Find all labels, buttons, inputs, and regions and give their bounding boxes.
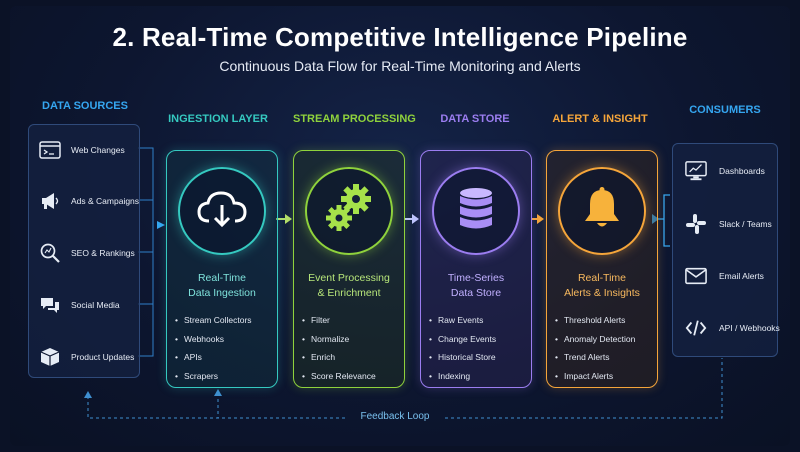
list-item: Indexing <box>429 367 496 386</box>
database-icon <box>456 186 496 237</box>
source-label: Ads & Campaigns <box>71 196 140 206</box>
source-item-product: Product Updates <box>39 346 134 368</box>
ingestion-name: Real-Time Data Ingestion <box>188 272 256 299</box>
alert-icon-circle <box>558 167 646 255</box>
consumer-item-api: API / Webhooks <box>685 317 780 339</box>
consumer-item-slack: Slack / Teams <box>685 213 772 235</box>
source-label: Social Media <box>71 300 120 310</box>
store-list: Raw Events Change Events Historical Stor… <box>429 311 496 385</box>
stage-ingestion: Real-Time Data Ingestion Stream Collecto… <box>166 150 278 388</box>
processing-header: STREAM PROCESSING <box>293 113 416 125</box>
list-item: Threshold Alerts <box>555 311 635 330</box>
list-item: Enrich <box>302 348 376 367</box>
megaphone-icon <box>39 190 61 212</box>
code-icon <box>685 317 707 339</box>
ingestion-list: Stream Collectors Webhooks APIs Scrapers <box>175 311 252 385</box>
consumer-item-dashboards: Dashboards <box>685 160 765 182</box>
list-item: Scrapers <box>175 367 252 386</box>
gears-icon <box>321 182 377 241</box>
search-icon <box>39 242 61 264</box>
arrow-to-alert <box>537 214 544 224</box>
sources-header: DATA SOURCES <box>42 100 128 112</box>
alert-list: Threshold Alerts Anomaly Detection Trend… <box>555 311 635 385</box>
consumers-panel: Dashboards Slack / Teams Email Alerts AP… <box>672 143 780 357</box>
arrow-to-consumers <box>652 214 659 224</box>
monitor-chart-icon <box>685 160 707 182</box>
list-item: Filter <box>302 311 376 330</box>
consumer-label: API / Webhooks <box>719 323 780 333</box>
browser-icon <box>39 139 61 161</box>
list-item: Webhooks <box>175 330 252 349</box>
arrow-to-processing <box>285 214 292 224</box>
source-item-seo: SEO & Rankings <box>39 242 135 264</box>
processing-name: Event Processing & Enrichment <box>308 272 390 299</box>
arrow-to-store <box>412 214 419 224</box>
store-icon-circle <box>432 167 520 255</box>
stage-processing: Event Processing & Enrichment Filter Nor… <box>293 150 405 388</box>
diagram-frame <box>10 6 790 446</box>
source-label: Product Updates <box>71 352 135 362</box>
diagram-subtitle: Continuous Data Flow for Real-Time Monit… <box>219 58 581 74</box>
list-item: Raw Events <box>429 311 496 330</box>
diagram-title: 2. Real-Time Competitive Intelligence Pi… <box>112 22 688 52</box>
feedback-loop-label: Feedback Loop <box>360 411 430 422</box>
list-item: Normalize <box>302 330 376 349</box>
store-header: DATA STORE <box>440 113 510 125</box>
arrow-to-ingestion <box>157 221 165 229</box>
consumer-label: Slack / Teams <box>719 219 772 229</box>
consumer-label: Email Alerts <box>719 271 764 281</box>
cloud-download-icon <box>195 187 249 236</box>
source-item-ads: Ads & Campaigns <box>39 190 139 212</box>
ingestion-icon-circle <box>178 167 266 255</box>
ingestion-header: INGESTION LAYER <box>168 113 268 125</box>
chat-icon <box>39 294 61 316</box>
feedback-loop-line <box>87 358 723 419</box>
source-item-web-changes: Web Changes <box>39 139 125 161</box>
processing-list: Filter Normalize Enrich Score Relevance <box>302 311 376 385</box>
list-item: Historical Store <box>429 348 496 367</box>
list-item: APIs <box>175 348 252 367</box>
source-label: SEO & Rankings <box>71 248 135 258</box>
bell-icon <box>580 186 624 237</box>
stage-data-store: Time-Series Data Store Raw Events Change… <box>420 150 532 388</box>
consumer-label: Dashboards <box>719 166 765 176</box>
alert-header: ALERT & INSIGHT <box>552 113 648 125</box>
data-sources-panel: Web Changes Ads & Campaigns SEO & Rankin… <box>28 124 140 378</box>
stage-alerts: Real-Time Alerts & Insights Threshold Al… <box>546 150 658 388</box>
box-icon <box>39 346 61 368</box>
consumer-item-email: Email Alerts <box>685 265 764 287</box>
list-item: Score Relevance <box>302 367 376 386</box>
consumers-header: CONSUMERS <box>689 104 761 116</box>
slack-icon <box>685 213 707 235</box>
list-item: Anomaly Detection <box>555 330 635 349</box>
source-label: Web Changes <box>71 145 125 155</box>
list-item: Change Events <box>429 330 496 349</box>
list-item: Stream Collectors <box>175 311 252 330</box>
list-item: Impact Alerts <box>555 367 635 386</box>
list-item: Trend Alerts <box>555 348 635 367</box>
store-name: Time-Series Data Store <box>447 272 505 299</box>
envelope-icon <box>685 265 707 287</box>
processing-icon-circle <box>305 167 393 255</box>
alert-name: Real-Time Alerts & Insights <box>564 272 640 299</box>
source-item-social: Social Media <box>39 294 120 316</box>
